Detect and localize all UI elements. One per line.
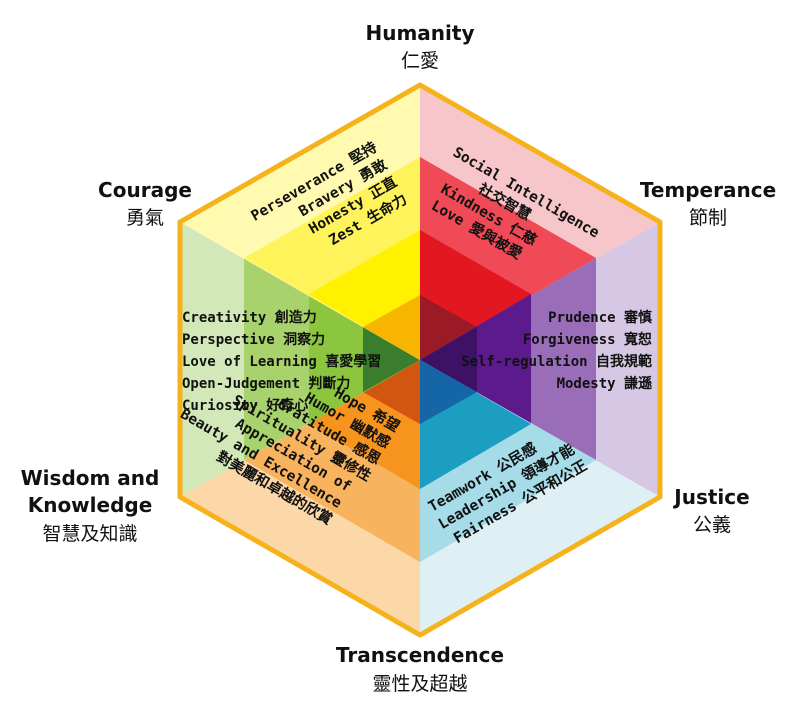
courage-sector <box>180 85 420 360</box>
strength-item: Open-Judgement 判斷力 <box>182 375 350 392</box>
virtue-label-justice: Justice 公義 <box>672 485 749 536</box>
strength-item: Perspective 洞察力 <box>182 331 325 348</box>
strength-item: Prudence 審慎 <box>548 309 652 326</box>
virtue-label-humanity: Humanity 仁愛 <box>365 21 474 72</box>
transcendence-sector <box>180 360 420 635</box>
wisdom-sector <box>180 222 420 497</box>
virtue-name-en: Courage <box>98 178 192 202</box>
justice-sector <box>420 360 660 635</box>
strength-item: Forgiveness 寬恕 <box>523 331 652 348</box>
virtue-name-en: Temperance <box>640 178 776 202</box>
virtue-name-en-line1: Wisdom and <box>21 466 160 490</box>
strength-item: Curiosity 好奇心 <box>182 397 308 414</box>
virtue-label-temperance: Temperance 節制 <box>640 178 776 229</box>
strength-item: Self-regulation 自我規範 <box>461 353 652 370</box>
humanity-center-layer <box>420 295 477 360</box>
virtue-name-zh: 靈性及超越 <box>372 673 467 695</box>
strengths-temperance: Prudence 審慎 Forgiveness 寬恕 Self-regulati… <box>461 309 652 392</box>
virtue-name-en: Humanity <box>365 21 474 45</box>
strengths-wisdom: Creativity 創造力 Perspective 洞察力 Love of L… <box>182 309 381 414</box>
humanity-sector <box>420 85 660 360</box>
virtue-name-zh: 公義 <box>693 514 731 536</box>
virtue-label-transcendence: Transcendence 靈性及超越 <box>336 643 504 695</box>
strength-item: Creativity 創造力 <box>182 309 317 326</box>
virtue-label-courage: Courage 勇氣 <box>98 178 192 229</box>
virtue-name-zh: 仁愛 <box>401 50 439 72</box>
justice-center-layer <box>420 360 477 424</box>
virtue-name-zh: 勇氣 <box>126 207 164 229</box>
virtue-name-zh: 節制 <box>689 207 727 229</box>
transcendence-center-layer <box>363 360 420 424</box>
hexagon-border <box>177 82 663 638</box>
temperance-sector <box>420 222 660 497</box>
temperance-center-layer <box>420 327 477 392</box>
strength-item: Love of Learning 喜愛學習 <box>182 353 381 370</box>
virtue-name-zh: 智慧及知識 <box>42 523 137 545</box>
wisdom-center-layer <box>363 327 420 392</box>
virtue-name-en: Justice <box>672 485 749 509</box>
strength-item: Modesty 謙遜 <box>557 375 652 392</box>
virtue-name-en-line2: Knowledge <box>28 493 153 517</box>
courage-center-layer <box>363 295 420 360</box>
virtue-name-en: Transcendence <box>336 643 504 667</box>
virtue-label-wisdom: Wisdom and Knowledge 智慧及知識 <box>21 466 160 545</box>
